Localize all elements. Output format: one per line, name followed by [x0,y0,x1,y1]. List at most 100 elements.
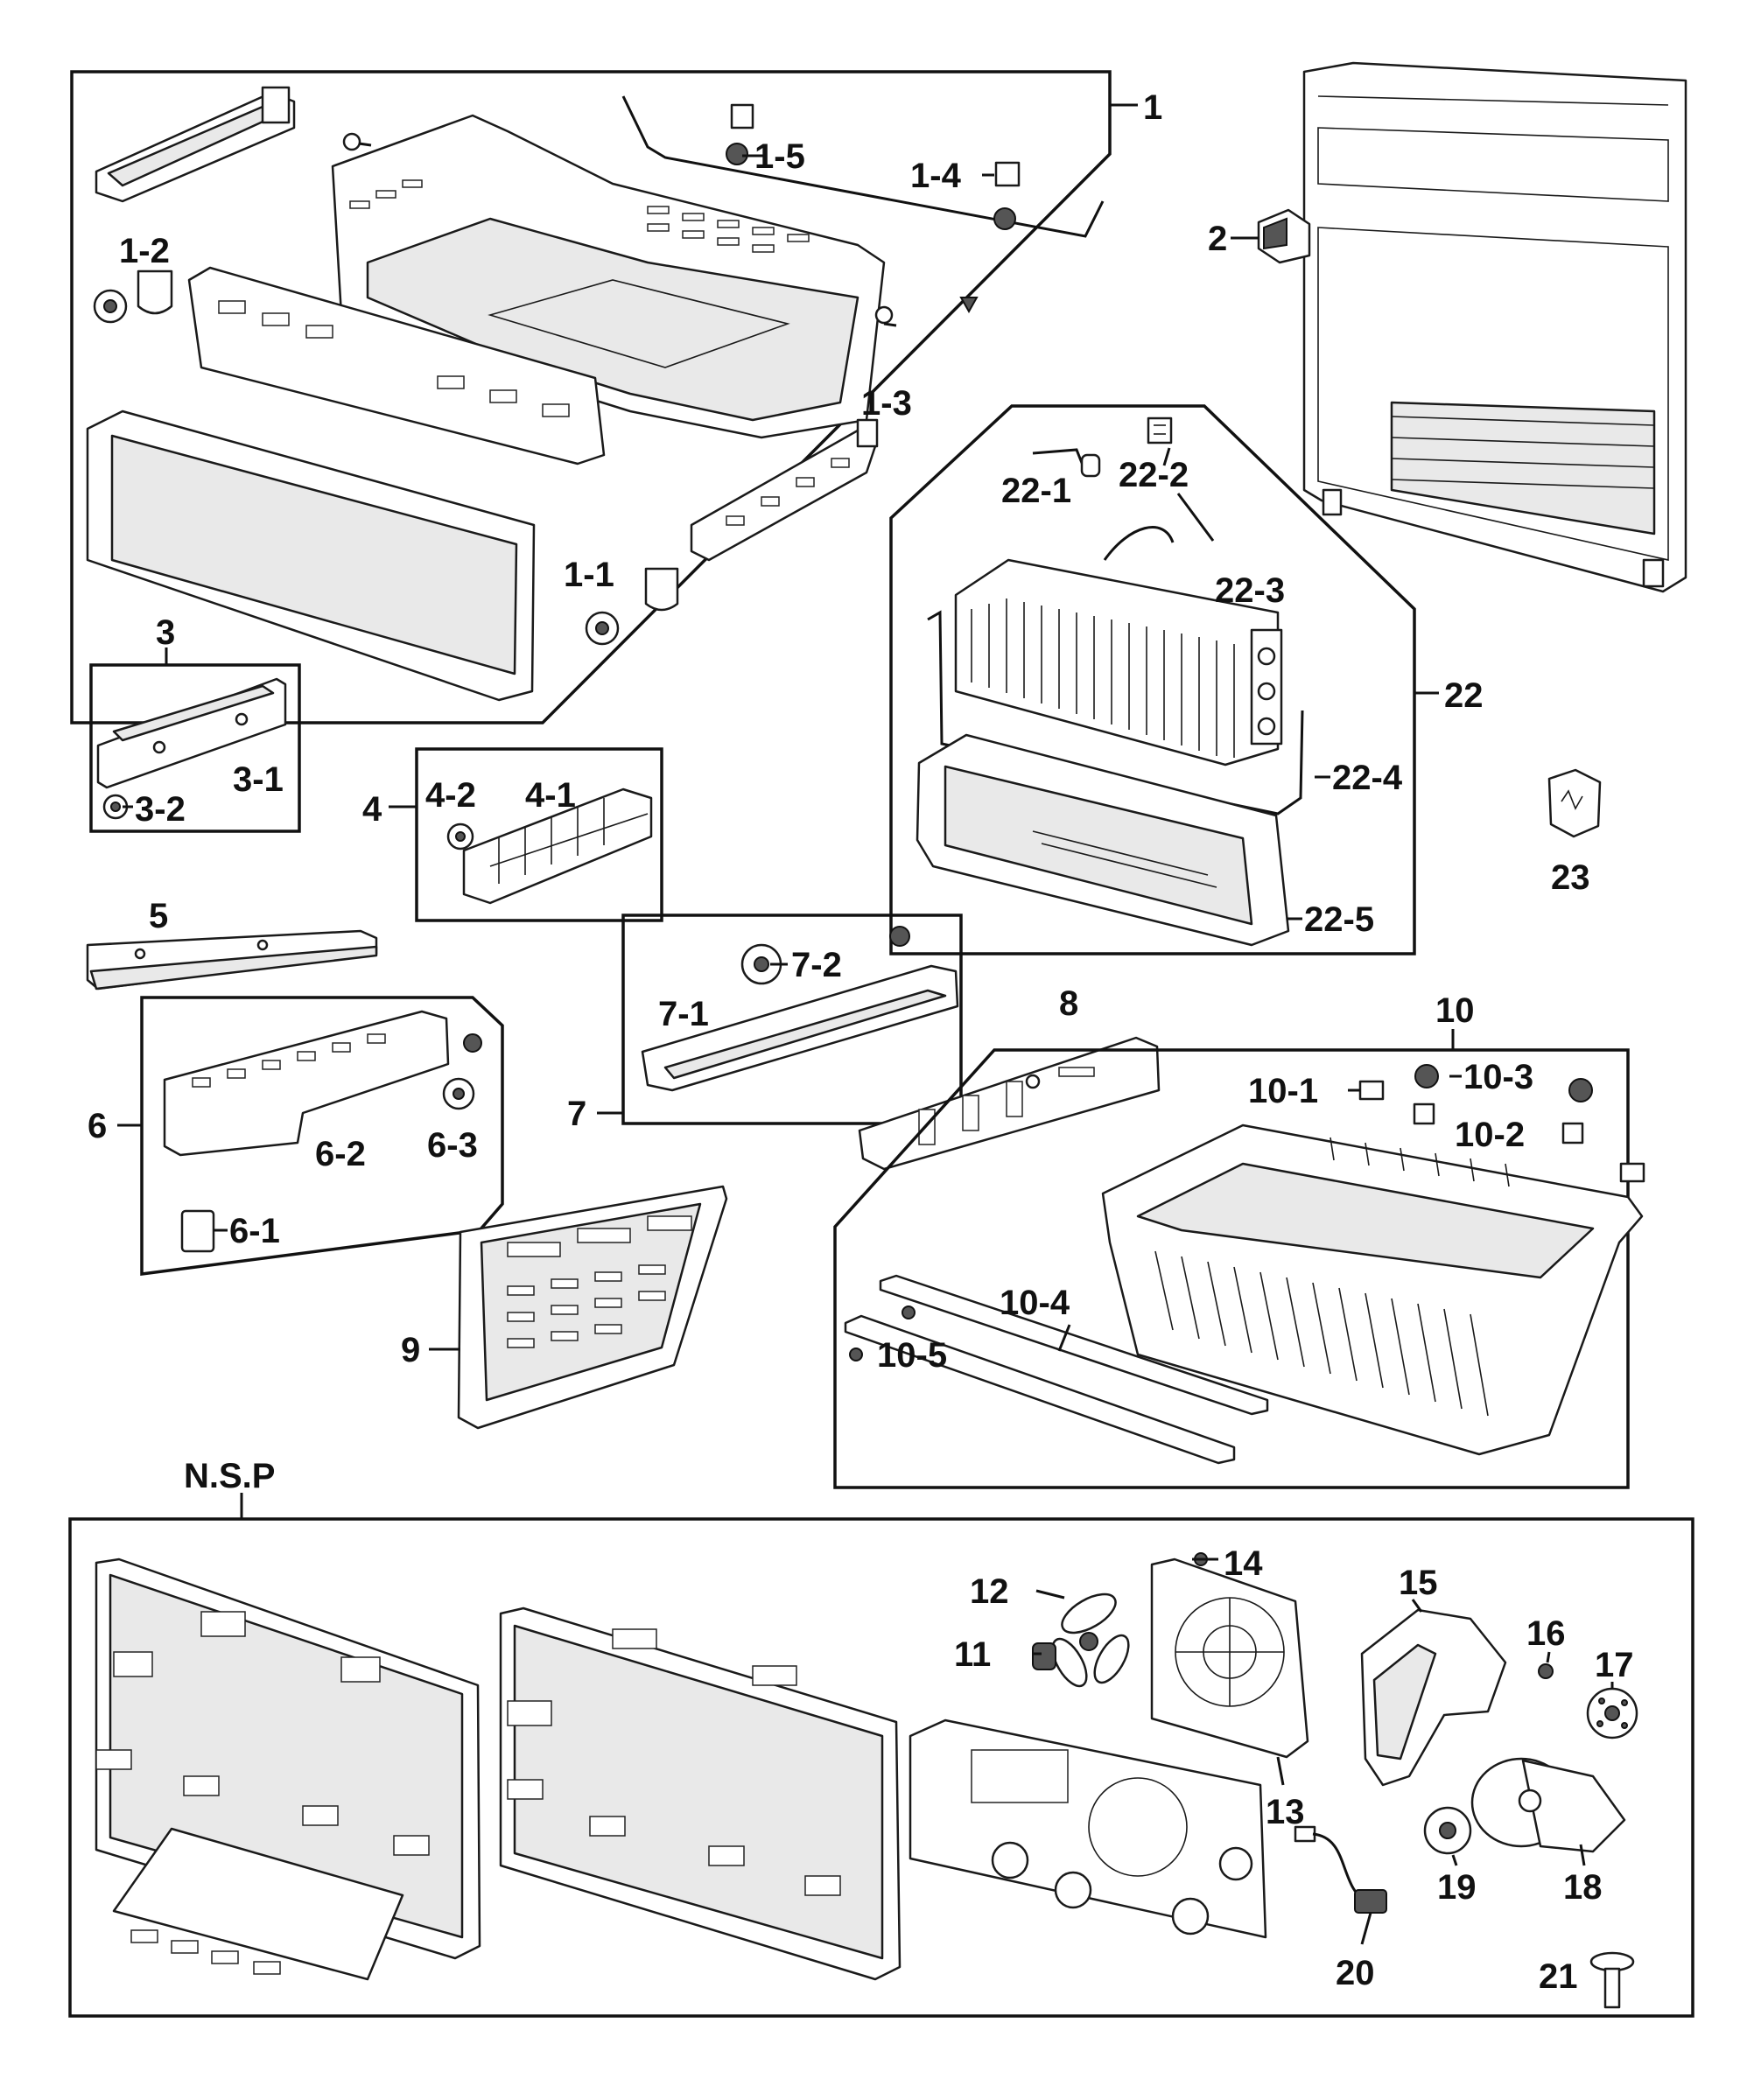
part-7-roller [889,926,910,947]
part-22-1-sensor [1032,448,1101,478]
label-4-1: 4-1 [525,776,576,815]
part-7-2-gear [740,943,782,985]
label-9: 9 [401,1331,420,1369]
part-3-2-roller [102,794,129,820]
drawer-rail-right-part [690,429,877,562]
part-15-motor-cover [1360,1608,1507,1787]
label-8: 8 [1059,984,1078,1023]
label-10-5: 10-5 [877,1336,947,1375]
part-22-3-wire [1103,493,1215,561]
part-3-1-rail [96,677,287,789]
part-2-bracket [1257,208,1311,264]
label-1-3: 1-3 [861,384,912,423]
part-21-bolt [1589,1951,1635,2009]
label-20: 20 [1336,1954,1375,1992]
label-10-4: 10-4 [1000,1284,1070,1322]
label-2: 2 [1208,220,1227,258]
label-1: 1 [1143,88,1162,127]
label-4: 4 [362,790,382,829]
group-nsp-outline [68,1517,1694,2018]
label-18: 18 [1563,1868,1603,1907]
part-10-5-rail [844,1314,1236,1465]
label-22-5: 22-5 [1304,900,1374,939]
roller-1-1 [585,611,620,646]
drawer-rail-top-part [95,86,296,203]
basket-wire-handle [621,95,1105,238]
holder-lower [644,567,679,612]
label-22-3: 22-3 [1215,571,1285,610]
label-16: 16 [1526,1614,1566,1653]
label-10-2: 10-2 [1455,1116,1525,1154]
refrigerator-cabinet-part [1302,61,1687,593]
part-8-rail [858,1036,1161,1171]
label-5: 5 [149,897,168,935]
group-22-evaporator [889,404,1416,956]
roller-1-5 [726,143,1016,230]
label-7-1: 7-1 [658,995,709,1033]
group-3 [89,663,301,833]
label-6: 6 [88,1107,107,1145]
part-4-2-gear [446,822,474,850]
evaporator-coil-part [954,558,1283,766]
part-20-harness [1294,1825,1387,1914]
part-12-fan-blade [1051,1592,1130,1688]
part-10-3-roller [1414,1064,1593,1102]
group-1-drawer-assembly [70,70,1112,724]
part-6-3-gear [442,1033,482,1110]
part-10-4-rail [879,1274,1269,1416]
label-nsp: N.S.P [184,1457,275,1495]
basket-10-slots [1154,1137,1510,1417]
label-4-2: 4-2 [425,776,476,815]
label-6-2: 6-2 [315,1135,366,1173]
label-10-3: 10-3 [1463,1058,1533,1096]
part-13-fan-shroud [1150,1558,1309,1759]
screw-1-3 [874,305,897,327]
holder-1-2 [137,270,173,315]
label-14: 14 [1224,1544,1263,1583]
label-3-1: 3-1 [233,760,284,799]
group-7-outline [621,914,963,1125]
group-3-outline [89,663,301,833]
label-1-4: 1-4 [910,157,962,195]
part-17-disc [1586,1687,1638,1740]
label-1-1: 1-1 [564,556,614,594]
group-nsp [68,1517,1694,2018]
nsp-panel-2 [499,1606,902,1981]
part-6-2-rail [163,1010,450,1157]
part-18-motor [1470,1757,1626,1853]
group-6-outline [140,996,504,1276]
screw-top [342,132,372,151]
part-23-bracket [1547,768,1602,838]
label-19: 19 [1437,1868,1477,1907]
group-10-outline [833,1048,1630,1489]
part-4-1-rail [462,788,653,905]
label-22-4: 22-4 [1332,759,1403,797]
nsp-fan-cover [909,1718,1267,1939]
group-10 [833,1048,1645,1489]
part-6-1-clip [180,1209,215,1253]
part-22-5-cover [916,733,1290,947]
label-13: 13 [1266,1793,1305,1831]
label-15: 15 [1399,1564,1438,1602]
label-6-1: 6-1 [229,1212,280,1250]
label-10: 10 [1435,991,1475,1030]
part-labels: 1 1-5 1-4 1-2 1-3 1-1 2 22-1 22-2 22-3 2… [88,88,1634,1996]
part-11-spring [1032,1642,1056,1670]
part-9-cover [457,1185,728,1430]
group-6 [140,996,504,1276]
label-17: 17 [1595,1646,1634,1684]
group-1-outline [70,70,1112,724]
label-12: 12 [970,1572,1009,1611]
group-4 [415,747,663,922]
basket-slots [349,179,810,253]
part-10-basket [1101,1124,1644,1456]
part-19-hub [1423,1806,1472,1855]
part-10-screws [849,1306,916,1362]
label-7: 7 [567,1095,586,1133]
label-6-3: 6-3 [427,1126,478,1165]
label-23: 23 [1551,858,1590,897]
evaporator-fins [971,598,1235,758]
part-7-1-rail [641,964,959,1092]
drawer-front-panel-part [86,410,536,702]
